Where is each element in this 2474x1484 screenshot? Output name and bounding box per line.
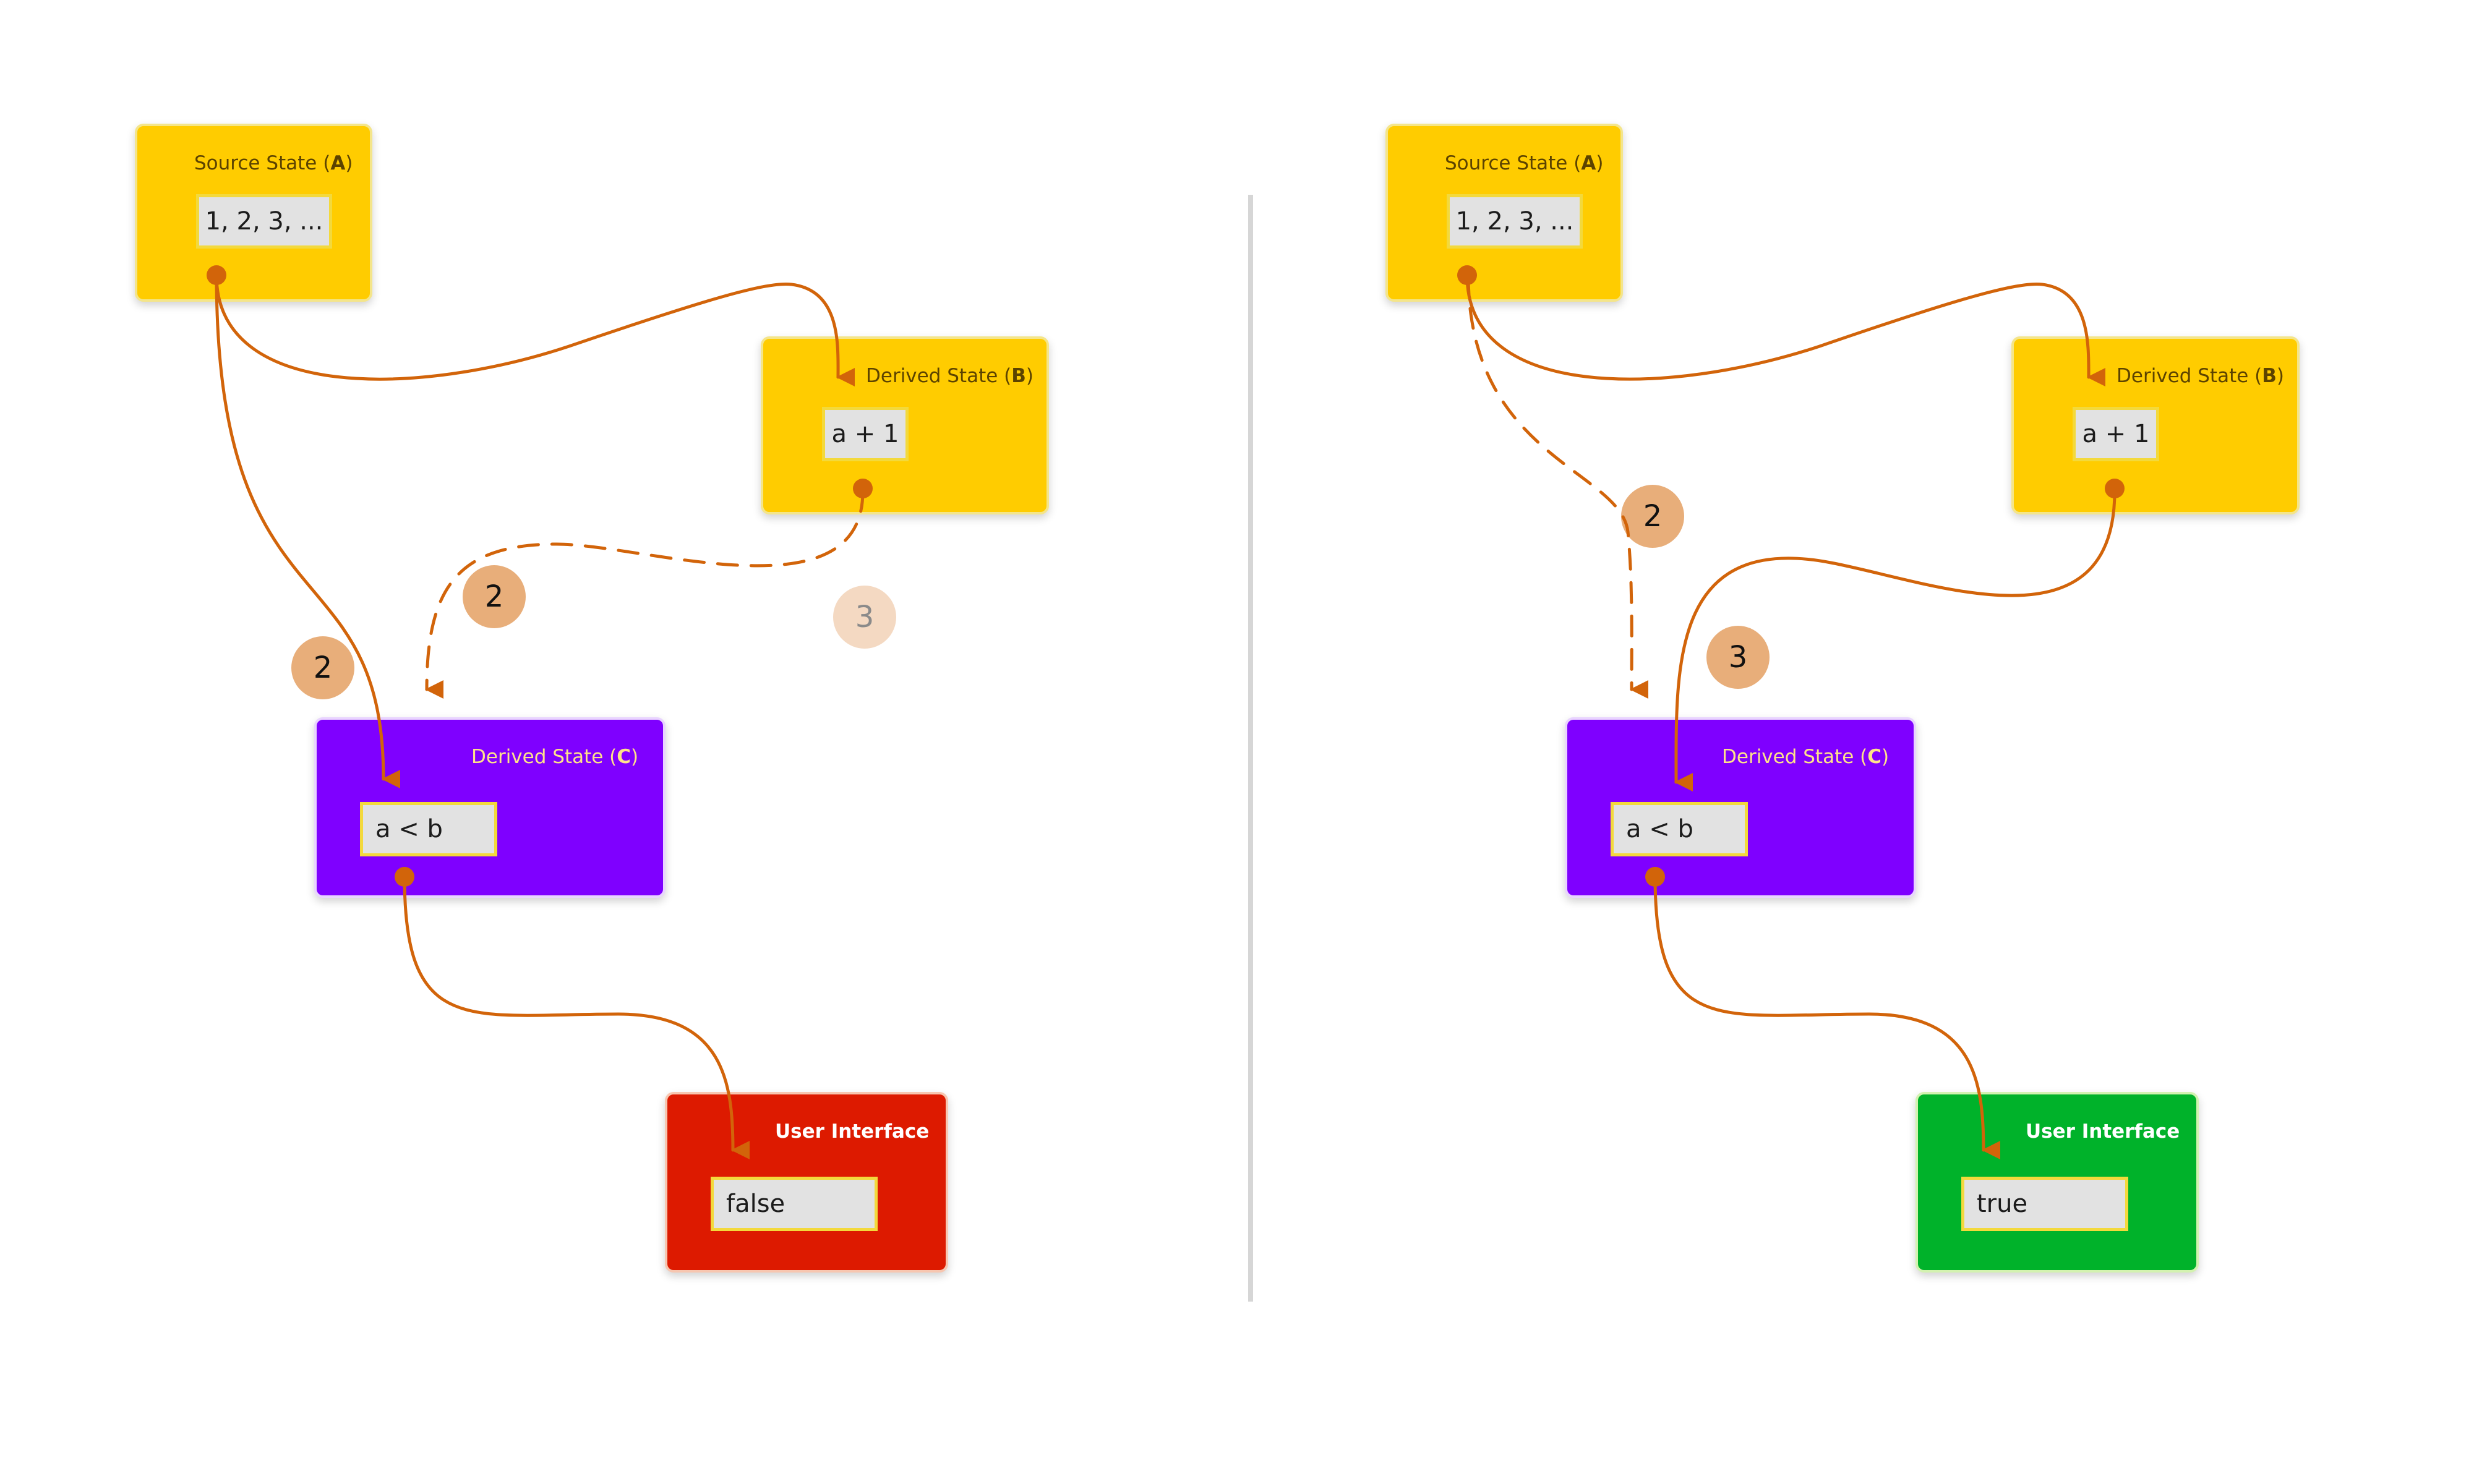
right-user-interface-value: true bbox=[1961, 1177, 2128, 1231]
right-edge-c-to-ui bbox=[1653, 875, 2001, 1159]
left-port-derived-c bbox=[395, 867, 414, 887]
right-badge-step-2: 2 bbox=[1621, 485, 1684, 548]
left-user-interface-node: User Interface false bbox=[665, 1092, 948, 1273]
left-edge-a-to-b bbox=[215, 273, 855, 387]
right-edge-a-to-c-dashed bbox=[1466, 273, 1649, 699]
left-source-state-title: Source State (A) bbox=[194, 152, 353, 174]
left-derived-state-c-title: Derived State (C) bbox=[471, 746, 639, 768]
left-source-state-node: Source State (A) 1, 2, 3, ... bbox=[135, 124, 372, 302]
right-derived-state-b-title: Derived State (B) bbox=[2117, 365, 2285, 387]
right-user-interface-title: User Interface bbox=[2026, 1120, 2180, 1143]
left-badge-step-2-b: 2 bbox=[463, 565, 526, 628]
left-derived-state-b-title: Derived State (B) bbox=[866, 365, 1034, 387]
right-edge-b-to-c bbox=[1674, 490, 2117, 791]
left-user-interface-value: false bbox=[711, 1177, 878, 1231]
left-edge-c-to-ui bbox=[403, 875, 750, 1159]
left-edge-b-to-c-dashed bbox=[425, 490, 865, 699]
right-source-state-node: Source State (A) 1, 2, 3, ... bbox=[1385, 124, 1623, 302]
right-badge-step-3: 3 bbox=[1706, 626, 1770, 689]
right-port-derived-c bbox=[1645, 867, 1665, 887]
right-source-state-value: 1, 2, 3, ... bbox=[1447, 194, 1583, 249]
left-derived-state-c-value: a < b bbox=[360, 802, 497, 856]
left-derived-state-c-node: Derived State (C) a < b bbox=[314, 717, 666, 898]
right-derived-state-b-node: Derived State (B) a + 1 bbox=[2011, 336, 2300, 514]
right-derived-state-c-value: a < b bbox=[1611, 802, 1748, 856]
left-edge-a-to-c bbox=[215, 273, 401, 788]
right-port-source-a bbox=[1457, 265, 1477, 285]
right-derived-state-b-value: a + 1 bbox=[2073, 407, 2159, 461]
right-derived-state-c-node: Derived State (C) a < b bbox=[1565, 717, 1916, 898]
left-derived-state-b-node: Derived State (B) a + 1 bbox=[761, 336, 1049, 514]
left-user-interface-title: User Interface bbox=[775, 1120, 930, 1143]
right-source-state-title: Source State (A) bbox=[1445, 152, 1604, 174]
left-derived-state-b-value: a + 1 bbox=[822, 407, 909, 461]
left-port-derived-b bbox=[853, 479, 873, 498]
right-user-interface-node: User Interface true bbox=[1915, 1092, 2199, 1273]
panel-divider bbox=[1248, 195, 1253, 1302]
right-edge-a-to-b bbox=[1465, 273, 2106, 387]
right-derived-state-c-title: Derived State (C) bbox=[1722, 746, 1890, 768]
left-source-state-value: 1, 2, 3, ... bbox=[196, 194, 332, 249]
left-badge-step-3-faded: 3 bbox=[833, 586, 896, 649]
right-port-derived-b bbox=[2105, 479, 2125, 498]
left-badge-step-2-a: 2 bbox=[291, 636, 354, 699]
left-port-source-a bbox=[207, 265, 226, 285]
